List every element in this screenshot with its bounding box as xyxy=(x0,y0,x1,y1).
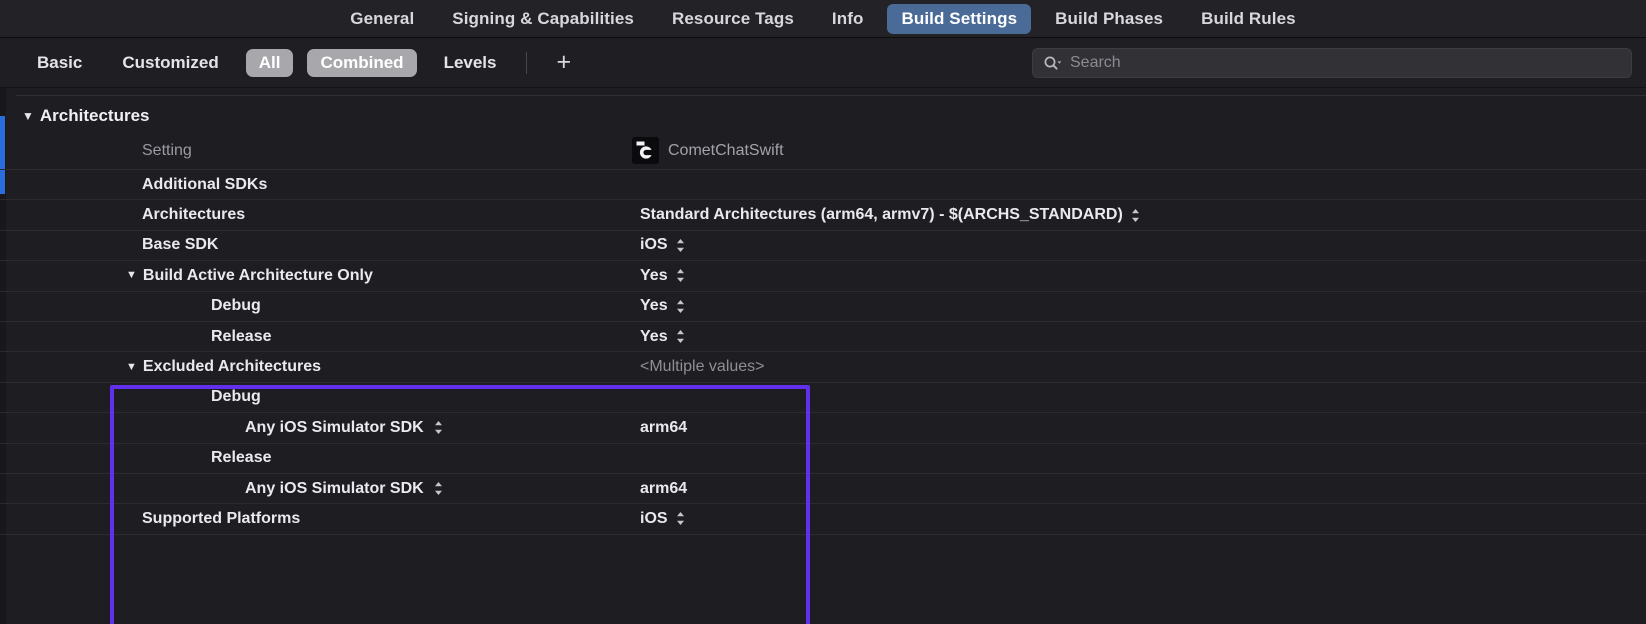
search-field[interactable] xyxy=(1032,47,1632,78)
setting-label: Build Active Architecture Only xyxy=(142,266,373,284)
setting-name-cell: Supported Platforms xyxy=(142,510,300,528)
setting-value: iOS xyxy=(640,236,668,254)
table-row[interactable]: Any iOS Simulator SDK arm64 xyxy=(0,413,1646,444)
table-column-header: Setting CometChatSwift xyxy=(0,132,1646,170)
stepper-icon[interactable] xyxy=(676,268,685,283)
tab-build-phases[interactable]: Build Phases xyxy=(1055,8,1164,28)
setting-value-cell[interactable]: Standard Architectures (arm64, armv7) - … xyxy=(640,206,1140,224)
table-row[interactable]: Supported Platforms iOS xyxy=(0,504,1646,535)
tab-build-settings[interactable]: Build Settings xyxy=(887,3,1032,34)
setting-value: Standard Architectures (arm64, armv7) - … xyxy=(640,206,1123,224)
chevron-down-icon[interactable]: ▼ xyxy=(126,360,137,373)
table-row[interactable]: Release xyxy=(0,444,1646,474)
table-row[interactable]: Debug xyxy=(0,383,1646,414)
setting-value-cell[interactable]: arm64 xyxy=(640,419,687,437)
tab-resource-tags[interactable]: Resource Tags xyxy=(671,8,794,28)
setting-label: Additional SDKs xyxy=(142,175,268,193)
setting-name-cell: Architectures xyxy=(142,206,245,224)
filter-customized[interactable]: Customized xyxy=(122,52,219,72)
filter-all[interactable]: All xyxy=(245,48,294,77)
setting-label: Debug xyxy=(211,297,261,315)
app-icon xyxy=(632,137,659,164)
setting-label: Architectures xyxy=(142,206,246,224)
stepper-icon[interactable] xyxy=(676,329,685,344)
filter-levels[interactable]: Levels xyxy=(443,52,497,72)
target-name: CometChatSwift xyxy=(668,141,784,159)
setting-value: Yes xyxy=(640,327,668,345)
setting-label: Release xyxy=(211,327,272,345)
setting-label: Supported Platforms xyxy=(142,509,301,527)
table-row[interactable]: Release Yes xyxy=(0,322,1646,353)
setting-label: Release xyxy=(211,449,272,467)
chevron-down-icon[interactable]: ▼ xyxy=(22,109,34,123)
setting-name-cell: Base SDK xyxy=(142,236,218,254)
tab-signing-capabilities[interactable]: Signing & Capabilities xyxy=(452,8,634,28)
setting-value-cell[interactable]: <Multiple values> xyxy=(640,358,765,376)
stepper-icon[interactable] xyxy=(676,299,685,314)
setting-value-cell[interactable]: iOS xyxy=(640,510,685,528)
left-gutter xyxy=(0,88,6,624)
setting-name-cell: ▼ Build Active Architecture Only xyxy=(126,266,373,285)
setting-value-cell[interactable]: iOS xyxy=(640,236,685,254)
section-title: Architectures xyxy=(39,106,150,125)
table-row[interactable]: Architectures Standard Architectures (arm… xyxy=(0,200,1646,231)
table-row[interactable]: Any iOS Simulator SDK arm64 xyxy=(0,474,1646,505)
filter-combined[interactable]: Combined xyxy=(307,48,417,77)
build-settings-filter-bar: Basic Customized All Combined Levels + xyxy=(0,38,1646,88)
search-input[interactable] xyxy=(1070,53,1621,72)
stepper-icon[interactable] xyxy=(1131,208,1140,223)
setting-value-cell[interactable]: Yes xyxy=(640,267,685,285)
setting-label: Excluded Architectures xyxy=(142,358,322,376)
setting-value-cell[interactable]: arm64 xyxy=(640,480,687,498)
setting-name-cell: Debug xyxy=(211,388,261,406)
tab-build-rules[interactable]: Build Rules xyxy=(1201,8,1296,28)
table-row[interactable]: Base SDK iOS xyxy=(0,231,1646,262)
chevron-down-icon[interactable]: ▼ xyxy=(126,269,137,282)
build-settings-table: ▼ Architectures Setting xyxy=(0,88,1646,624)
setting-label: Any iOS Simulator SDK xyxy=(245,479,424,497)
setting-name-cell: Additional SDKs xyxy=(142,176,267,194)
stepper-icon[interactable] xyxy=(676,238,685,253)
setting-name-cell: ▼ Excluded Architectures xyxy=(126,358,322,376)
filter-basic[interactable]: Basic xyxy=(37,52,83,72)
tab-info[interactable]: Info xyxy=(831,8,864,28)
setting-label: Any iOS Simulator SDK xyxy=(245,418,424,436)
table-row[interactable]: ▼ Build Active Architecture Only Yes xyxy=(0,261,1646,292)
column-header-setting: Setting xyxy=(142,141,192,159)
setting-value: Yes xyxy=(640,266,668,284)
setting-value: arm64 xyxy=(640,479,688,497)
setting-label: Debug xyxy=(211,388,261,406)
setting-name-cell: Any iOS Simulator SDK xyxy=(245,480,443,498)
column-header-target: CometChatSwift xyxy=(632,137,784,164)
setting-value-cell[interactable]: Yes xyxy=(640,328,685,346)
editor-tab-bar: General Signing & Capabilities Resource Ta… xyxy=(0,0,1646,38)
setting-value: arm64 xyxy=(640,418,688,436)
tab-general[interactable]: General xyxy=(350,8,415,28)
stepper-icon[interactable] xyxy=(434,481,443,496)
section-header-architectures[interactable]: ▼ Architectures xyxy=(22,106,150,126)
filter-separator xyxy=(525,51,527,74)
settings-rows: Setting CometChatSwift Additional S xyxy=(0,132,1646,535)
setting-value: iOS xyxy=(640,509,668,527)
setting-name-cell: Debug xyxy=(211,297,261,315)
setting-label: Base SDK xyxy=(142,236,219,254)
setting-name-cell: Release xyxy=(211,328,272,346)
table-row[interactable]: Additional SDKs xyxy=(0,170,1646,201)
table-row[interactable]: Debug Yes xyxy=(0,292,1646,322)
setting-name-cell: Release xyxy=(211,449,272,467)
setting-value: <Multiple values> xyxy=(640,358,765,376)
stepper-icon[interactable] xyxy=(676,511,685,526)
setting-value: Yes xyxy=(640,297,668,315)
add-build-setting-button[interactable]: + xyxy=(556,48,572,76)
stepper-icon[interactable] xyxy=(434,420,443,435)
selection-accent-bar xyxy=(0,116,5,194)
search-icon[interactable] xyxy=(1043,55,1062,71)
top-divider xyxy=(16,95,1646,96)
setting-name-cell: Any iOS Simulator SDK xyxy=(245,419,443,437)
table-row[interactable]: ▼ Excluded Architectures <Multiple values> xyxy=(0,352,1646,383)
setting-value-cell[interactable]: Yes xyxy=(640,297,685,315)
